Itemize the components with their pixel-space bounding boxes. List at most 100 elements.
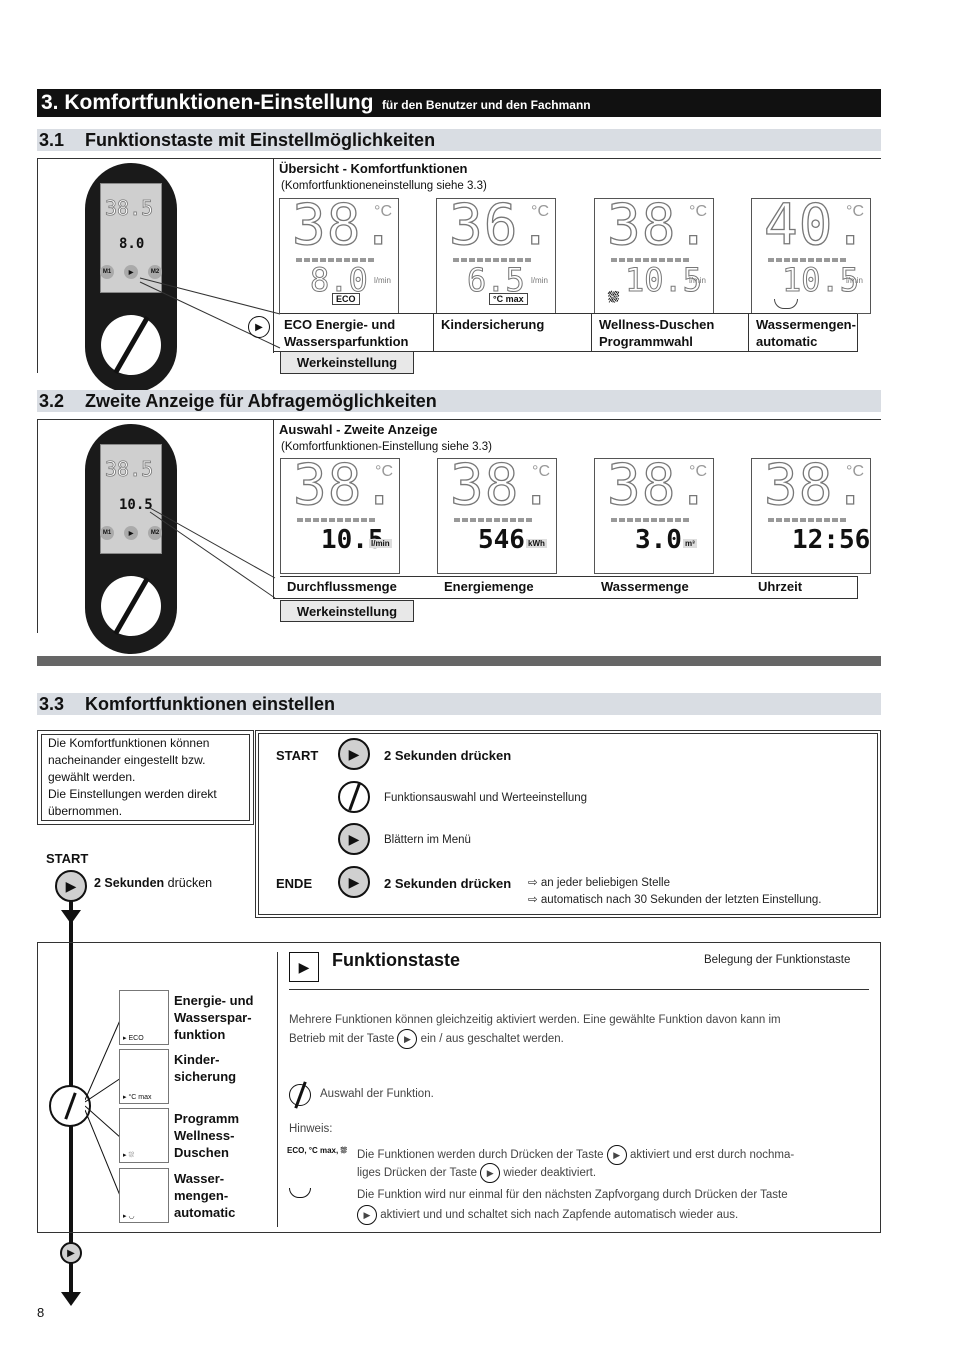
s31-frame-right — [273, 158, 881, 353]
lcd-unit: l/min — [531, 276, 548, 285]
paragraph-1a: Mehrere Funktionen können gleichzeitig a… — [289, 1014, 781, 1026]
lcd-dashes — [768, 518, 846, 522]
box-end-label: ENDE — [276, 876, 313, 891]
mini-tag: ▸ ECO — [123, 1035, 144, 1042]
mini-display: ▸ ECO — [119, 990, 169, 1045]
selection-subtitle: (Komfortfunktionen-Einstellung siehe 3.3… — [281, 441, 492, 453]
play-icon: ▶ — [55, 870, 87, 902]
device-knob — [101, 576, 161, 636]
flow-branch-lines — [85, 1017, 122, 1199]
lcd-temp: 38.5 — [606, 198, 713, 259]
s32-right-line — [857, 576, 858, 599]
play-icon: ▶ — [606, 1145, 627, 1165]
mini-display: ▸ ⛆ — [119, 1108, 169, 1163]
section-number: 3.2 — [39, 391, 65, 411]
lcd-dashes — [297, 518, 375, 522]
factory-setting-label: Werkeinstellung — [296, 604, 398, 619]
lcd-unit: m³ — [683, 539, 697, 548]
device-illustration: 38.5 8.0 M1 ▶ M2 — [85, 163, 177, 393]
intro-line: Die Komfortfunktionen können — [48, 736, 210, 750]
arrow-right-icon: ⇨ — [528, 877, 541, 889]
lcd-temp: 38.5 — [763, 458, 870, 519]
hint-1b: liges Drücken der Taste ▶ wieder deaktiv… — [357, 1163, 596, 1183]
callout-lines-2 — [149, 507, 276, 599]
shower-icon: ⛆ — [605, 289, 623, 306]
factory-setting-label: Werkeinstellung — [296, 355, 398, 370]
device-knob — [101, 315, 161, 375]
device-temp: 38.5 — [105, 196, 154, 221]
label-top-line — [280, 313, 857, 314]
end-note-2: ⇨ automatisch nach 30 Sekunden der letzt… — [528, 894, 822, 906]
hint-2a: Die Funktion wird nur einmal für den näc… — [357, 1189, 788, 1201]
display-label: Uhrzeit — [758, 579, 803, 594]
hint-icons: ECO, °C max, ⛆ — [287, 1146, 347, 1155]
m2-button: M2 — [148, 526, 162, 540]
lcd-display: 36.0°C6.5l/min°C max — [436, 198, 556, 314]
overview-subtitle: (Komfortfunktioneneinstellung siehe 3.3) — [281, 180, 487, 192]
section-title: Funktionstaste mit Einstellmöglichkeiten — [85, 130, 436, 150]
lcd-display: 38.5°C3.0m³ — [594, 458, 714, 574]
instruction-box — [255, 730, 881, 918]
chapter-title: 3. Komfortfunktionen-Einstellung — [41, 91, 374, 114]
device-flow: 8.0 — [119, 236, 145, 252]
lcd-temp: 36.0 — [448, 198, 555, 259]
display-label: Wassermenge — [601, 579, 689, 594]
lcd-value: 12:56 — [792, 525, 871, 555]
play-icon: ▶ — [397, 1029, 418, 1049]
m1-button: M1 — [100, 265, 114, 279]
lcd-dashes — [454, 518, 532, 522]
intro-line: Die Einstellungen werden direkt — [48, 787, 217, 801]
separator-bar — [37, 656, 881, 666]
flow-item-label: Kinder-sicherung — [174, 1052, 237, 1084]
lcd-value: 546 — [478, 525, 525, 555]
lcd-tag: °C max — [489, 293, 528, 305]
hint-label: Hinweis: — [289, 1123, 333, 1135]
play-icon: ▶ — [338, 823, 370, 855]
knob-text: Funktionsauswahl und Werteeinstellung — [384, 792, 588, 804]
tub-icon — [774, 299, 798, 309]
s31-bottom-line — [273, 351, 858, 352]
hint-2b: ▶ aktiviert und und schaltet sich nach Z… — [357, 1205, 738, 1225]
lcd-unit: l/min — [374, 276, 391, 285]
function-key-assignment: Belegung der Funktionstaste — [704, 954, 851, 966]
arrow-down-icon — [61, 910, 81, 924]
lcd-dashes — [453, 258, 531, 262]
celsius-icon: °C — [374, 203, 392, 220]
celsius-icon: °C — [689, 463, 707, 480]
paragraph-1b: Betrieb mit der Taste ▶ ein / aus gescha… — [289, 1029, 564, 1049]
overview-title: Übersicht - Komfortfunktionen — [279, 161, 468, 176]
chapter-subtitle: für den Benutzer und den Fachmann — [381, 98, 591, 112]
s32-label-line — [280, 576, 857, 577]
s32-frame-right — [273, 419, 881, 599]
lcd-dashes — [611, 258, 689, 262]
play-button: ▶ — [124, 265, 138, 279]
display-label: Wassermengen-automatic — [756, 317, 856, 349]
lcd-unit: l/min — [846, 276, 863, 285]
lcd-display: 40.5°C10.5l/min — [751, 198, 871, 314]
function-key-title: Funktionstaste — [332, 950, 461, 970]
factory-setting-box-2: Werkeinstellung — [280, 600, 414, 622]
start-duration: 2 Sekunden — [94, 876, 165, 890]
device-flow: 10.5 — [119, 497, 153, 513]
celsius-icon: °C — [846, 203, 864, 220]
function-key-rule — [289, 989, 869, 990]
start-action: drücken — [167, 876, 213, 890]
play-icon: ▶ — [357, 1205, 377, 1225]
device-illustration-2: 38.5 10.5 M1 ▶ M2 — [85, 424, 177, 654]
hint-1a: Die Funktionen werden durch Drücken der … — [357, 1145, 794, 1165]
flow-divider — [277, 952, 278, 1227]
box-start-label: START — [276, 748, 319, 763]
box-end-text: 2 Sekunden drücken — [384, 876, 512, 891]
arrow-down-icon — [61, 1292, 81, 1306]
display-label: Kindersicherung — [441, 317, 545, 332]
flow-box — [37, 942, 881, 1233]
lcd-dashes — [768, 258, 846, 262]
label-divider — [591, 313, 592, 351]
knob-icon — [289, 1084, 311, 1106]
